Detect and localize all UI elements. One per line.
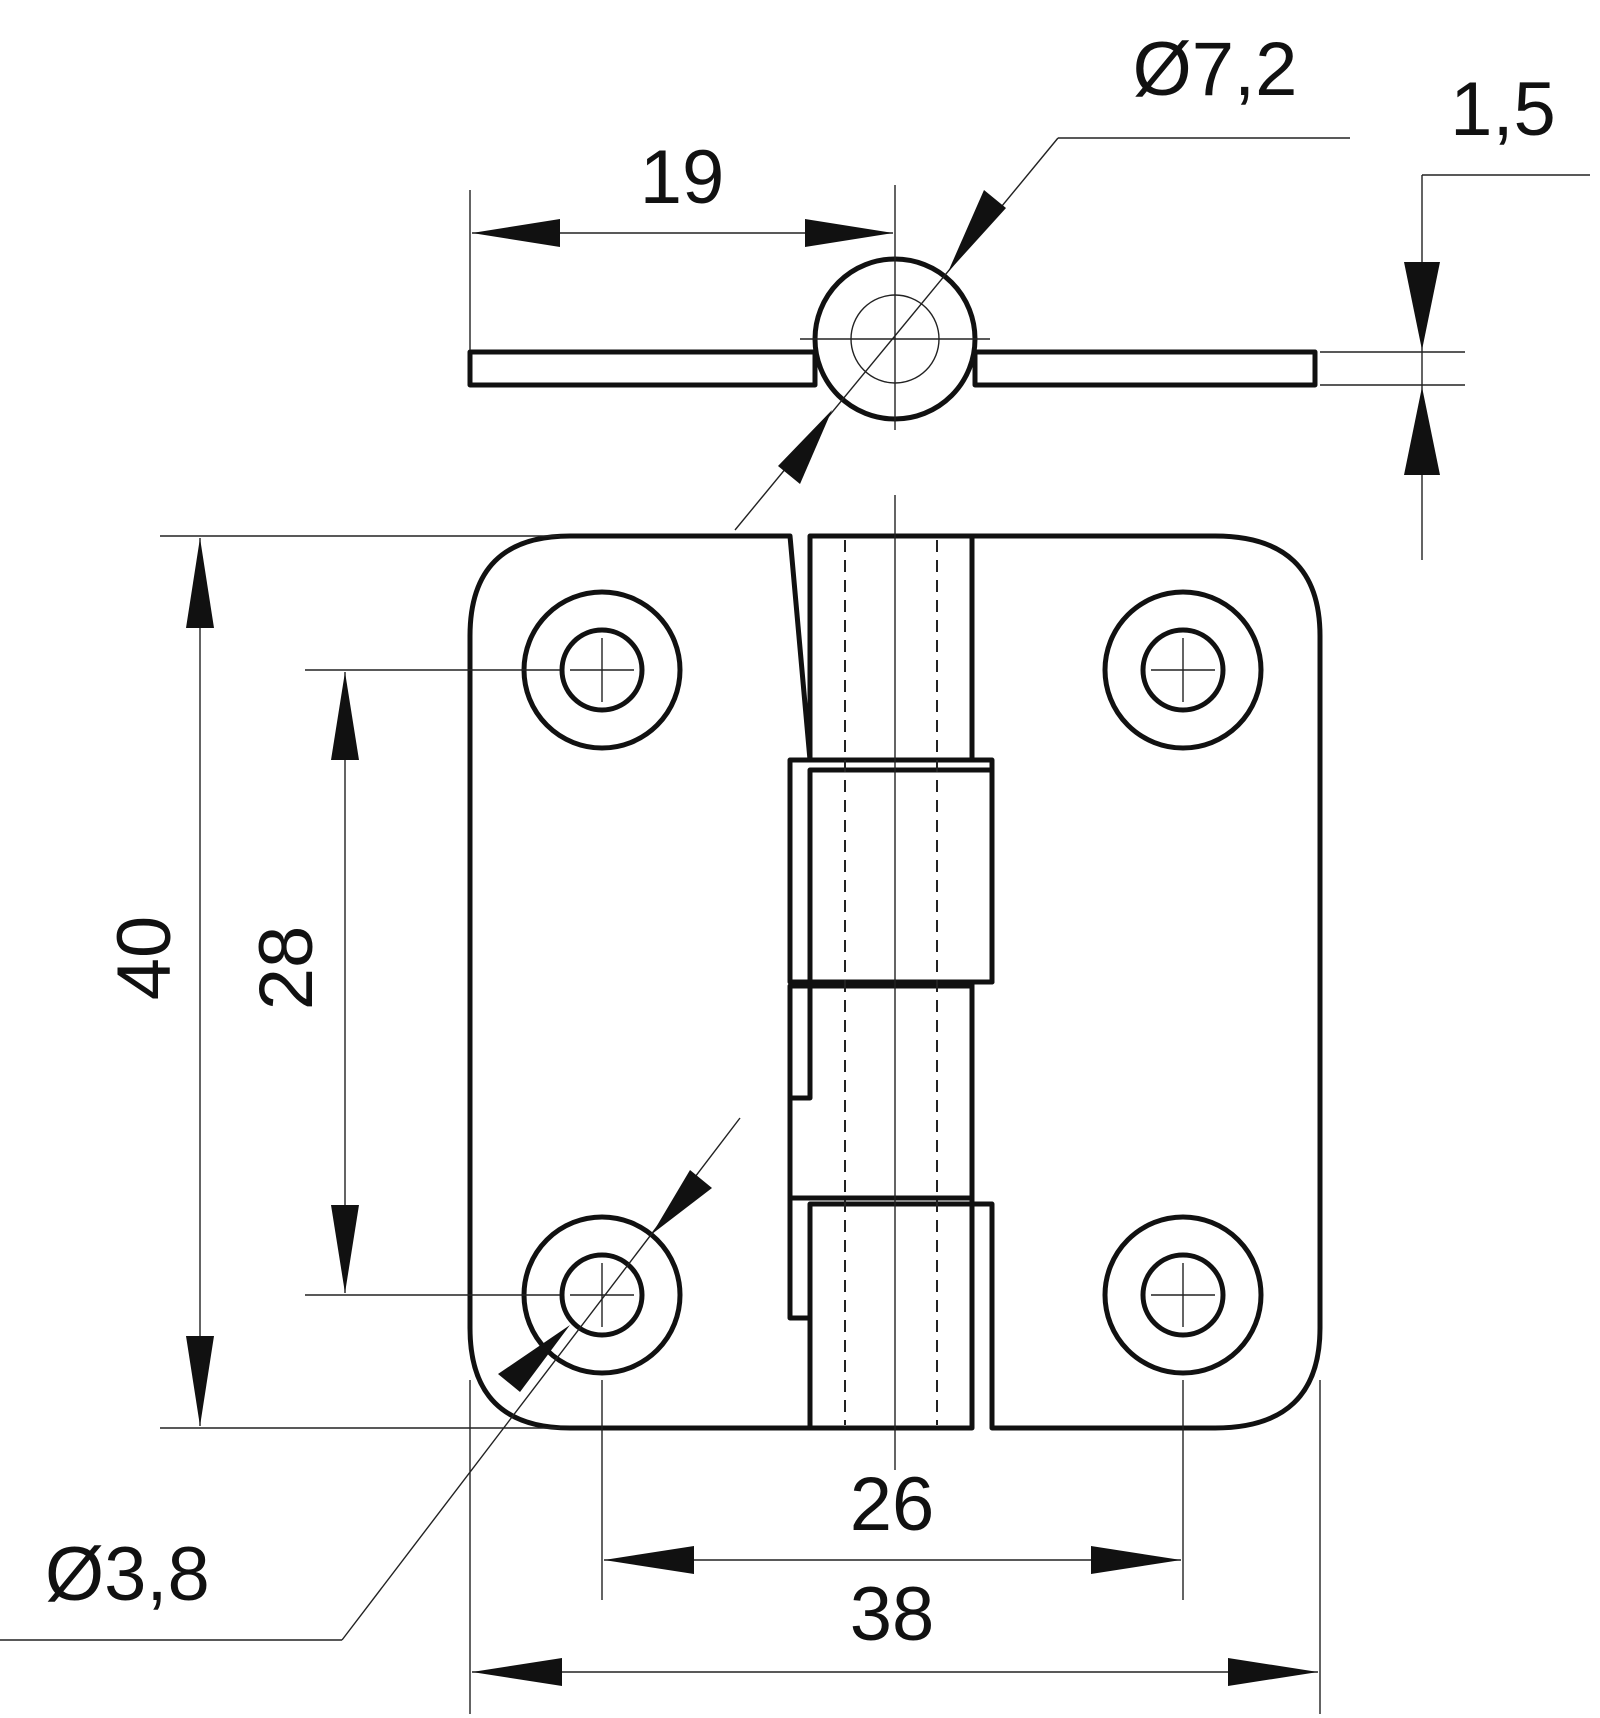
dimension-side-width: 19 [469,135,893,350]
screw-hole-top-right [1102,589,1264,751]
dimension-label-hole-diameter: Ø3,8 [45,1532,210,1617]
front-view [467,495,1323,1470]
dimension-label-38: 38 [850,1572,935,1657]
dimension-label-19: 19 [640,135,725,220]
left-leaf [467,533,813,1431]
dimension-leaf-thickness: 1,5 [1320,67,1590,560]
right-leaf [969,533,1323,1431]
side-view [467,185,1318,430]
dimension-label-40: 40 [102,916,187,1001]
knuckle-segment-2 [807,767,995,985]
dimension-label-28: 28 [244,926,329,1011]
screw-hole-bottom-right [1102,1214,1264,1376]
dimension-width-total: 38 [469,1380,1321,1714]
dimension-label-pin-diameter: Ø7,2 [1133,27,1298,112]
dimension-pin-diameter: Ø7,2 [734,27,1350,531]
knuckle-segment-4 [807,1201,975,1431]
dimension-hole-diameter: Ø3,8 [0,1117,741,1641]
dimension-height-total: 40 [102,535,560,1429]
dimension-hole-spacing-horizontal: 26 [601,1380,1184,1600]
dimension-label-26: 26 [850,1462,935,1547]
side-view-right-leaf [972,349,1318,388]
knuckle-segment-1 [807,533,975,763]
side-view-left-leaf [467,349,818,388]
dimension-label-1-5: 1,5 [1450,67,1556,152]
knuckle-segment-3 [787,983,975,1201]
dimension-hole-spacing-vertical: 28 [244,669,560,1296]
